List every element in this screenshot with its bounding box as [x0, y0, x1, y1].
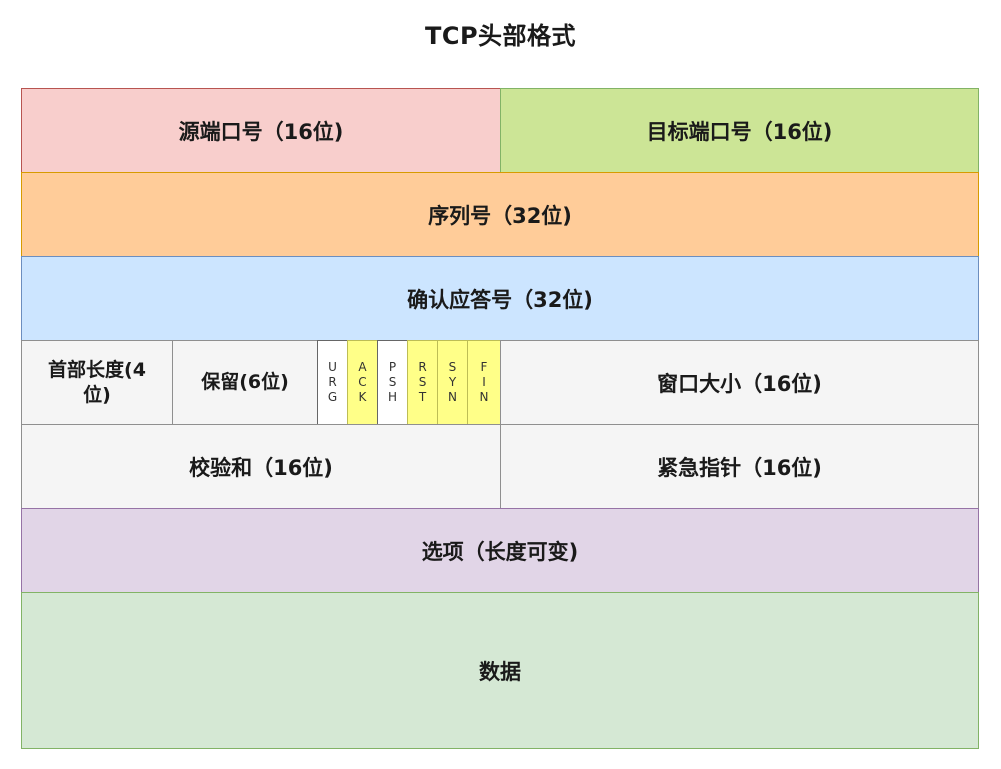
- flag-syn: S Y N: [437, 340, 468, 425]
- tcp-header-diagram: 源端口号（16位) 目标端口号（16位) 序列号（32位) 确认应答号（32位)…: [21, 88, 979, 749]
- flag-rst: R S T: [407, 340, 438, 425]
- flag-rst-letters: R S T: [418, 360, 427, 404]
- header-length-field: 首部长度(4位): [21, 340, 173, 425]
- checksum-label: 校验和（16位): [189, 455, 333, 480]
- flag-psh-letters: P S H: [387, 360, 398, 404]
- dest-port-label: 目标端口号（16位): [646, 119, 833, 144]
- source-port-label: 源端口号（16位): [178, 119, 344, 144]
- flag-fin: F I N: [467, 340, 501, 425]
- flag-ack: A C K: [347, 340, 378, 425]
- dest-port-field: 目标端口号（16位): [500, 88, 979, 173]
- sequence-number-label: 序列号（32位): [428, 203, 572, 228]
- urgent-pointer-label: 紧急指针（16位): [657, 455, 822, 480]
- header-length-label: 首部长度(4位): [48, 358, 146, 406]
- diagram-title: TCP头部格式: [424, 22, 577, 50]
- source-port-field: 源端口号（16位): [21, 88, 501, 173]
- window-size-label: 窗口大小（16位): [657, 371, 822, 396]
- flag-urg: U R G: [317, 340, 348, 425]
- reserved-label: 保留(6位): [201, 371, 289, 393]
- data-field: 数据: [21, 592, 979, 749]
- options-label: 选项（长度可变): [421, 539, 579, 564]
- ack-number-field: 确认应答号（32位): [21, 256, 979, 341]
- reserved-field: 保留(6位): [172, 340, 318, 425]
- flag-psh: P S H: [377, 340, 408, 425]
- options-field: 选项（长度可变): [21, 508, 979, 593]
- checksum-field: 校验和（16位): [21, 424, 501, 509]
- flag-urg-letters: U R G: [327, 360, 338, 404]
- sequence-number-field: 序列号（32位): [21, 172, 979, 257]
- data-label: 数据: [479, 659, 521, 684]
- ack-number-label: 确认应答号（32位): [407, 287, 593, 312]
- window-size-field: 窗口大小（16位): [500, 340, 979, 425]
- flag-syn-letters: S Y N: [448, 360, 457, 404]
- urgent-pointer-field: 紧急指针（16位): [500, 424, 979, 509]
- flag-fin-letters: F I N: [479, 360, 489, 404]
- flag-ack-letters: A C K: [358, 360, 367, 404]
